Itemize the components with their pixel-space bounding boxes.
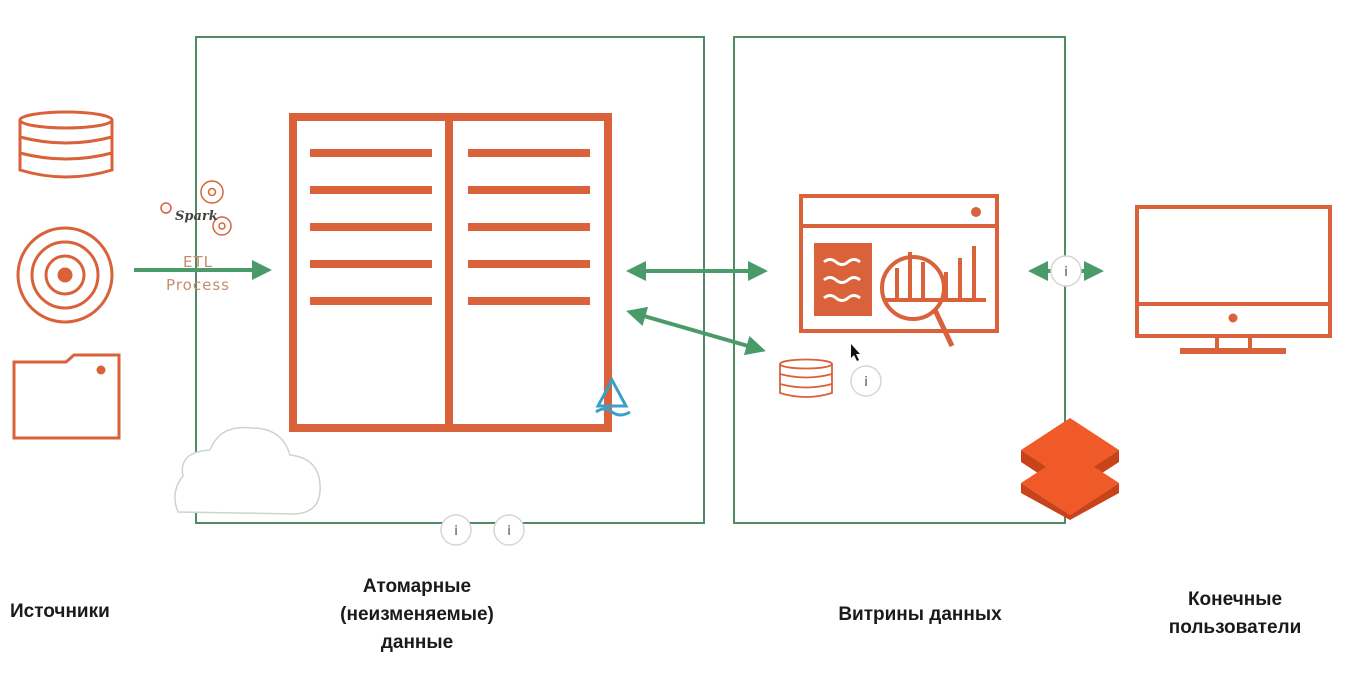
radar-icon [16,226,114,324]
info-badge[interactable]: i [440,514,472,546]
svg-text:i: i [507,524,511,539]
etl-process-label: Process [166,276,230,294]
atomic-data-label-line2: (неизменяемые) [340,604,494,625]
end-users-label: Конечные пользователи [1150,586,1320,642]
atomic-data-label-line3: данные [380,632,454,653]
cursor-icon [851,344,860,361]
info-badge[interactable]: i [493,514,525,546]
monitor-icon [1135,205,1332,354]
databricks-icon [1021,418,1119,520]
cloud-icon [174,426,321,515]
info-badge[interactable]: i [850,365,882,397]
dashboard-icon [799,194,999,348]
spark-logo: Spark [175,209,218,224]
info-badge[interactable]: i [1050,255,1082,287]
spark-gears-icon [160,180,232,236]
svg-text:i: i [454,524,458,539]
database-small-icon [779,358,833,398]
end-users-label-line2: пользователи [1168,617,1302,638]
sources-label: Источники [10,601,110,622]
atomic-data-label-line1: Атомарные [362,576,472,597]
arrow-atomic-to-db-bidirectional [626,306,766,356]
data-marts-label: Витрины данных [838,604,1002,625]
etl-label: ETL [183,253,213,271]
delta-lake-icon [595,376,631,417]
folder-icon [12,353,121,440]
database-icon [18,110,114,179]
svg-text:i: i [864,375,868,390]
svg-text:i: i [1064,265,1068,280]
ledger-table-icon [289,113,612,432]
end-users-label-line1: Конечные [1187,589,1283,610]
atomic-data-label: Атомарные (неизменяемые) данные [297,573,537,657]
